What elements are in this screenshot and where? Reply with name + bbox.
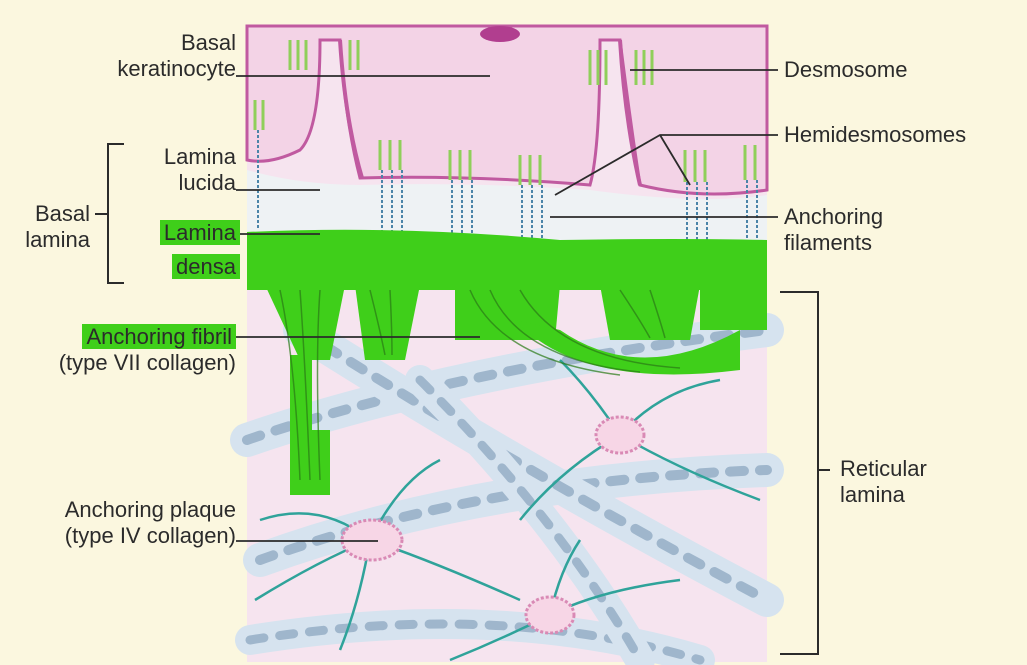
label-anchoring-fibril-line2: (type VII collagen): [58, 350, 236, 375]
label-lamina-densa: Lamina densa: [128, 220, 240, 280]
lamina-densa-highlight: [247, 229, 767, 495]
lamina-lucida-band: [247, 170, 767, 240]
leader-lines: [236, 69, 778, 542]
label-anchoring-plaque-line1: Anchoring plaque: [64, 497, 236, 522]
label-hemidesmosomes-text: Hemidesmosomes: [784, 122, 967, 147]
label-hemidesmosomes: Hemidesmosomes: [784, 122, 966, 148]
label-anchoring-fibril-line1: Anchoring fibril: [0, 324, 236, 350]
desmosome-structures: [288, 40, 654, 85]
basal-lamina-bracket: [95, 143, 124, 284]
anchoring-fibril-lines: [279, 289, 681, 481]
label-lamina-lucida-line2: lucida: [178, 170, 236, 195]
label-reticular-lamina: Reticular lamina: [840, 456, 927, 508]
label-basal-keratinocyte-line2: keratinocyte: [117, 56, 236, 81]
label-lamina-densa-line1: Lamina: [128, 220, 240, 246]
illustration: [230, 24, 830, 665]
label-anchoring-fibril: Anchoring fibril (type VII collagen): [0, 324, 236, 376]
label-basal-lamina: Basal lamina: [0, 201, 90, 253]
label-anchoring-plaque-line2: (type IV collagen): [64, 523, 236, 548]
label-basal-keratinocyte-line1: Basal: [180, 30, 236, 55]
anchoring-plaques: [340, 415, 646, 635]
reticular-lamina-bracket: [780, 291, 830, 655]
label-lamina-densa-line2-text: densa: [172, 254, 240, 279]
anchoring-filament-structures: [257, 130, 758, 240]
label-lamina-lucida-line1: Lamina: [163, 144, 236, 169]
label-anchoring-filaments-line1: Anchoring: [784, 204, 884, 229]
label-reticular-lamina-line1: Reticular: [840, 456, 927, 481]
label-basal-lamina-line2: lamina: [25, 227, 90, 252]
label-anchoring-plaque: Anchoring plaque (type IV collagen): [0, 497, 236, 549]
label-anchoring-fibril-line1-text: Anchoring fibril: [82, 324, 236, 349]
label-desmosome-text: Desmosome: [784, 57, 908, 82]
label-reticular-lamina-line2: lamina: [840, 482, 905, 507]
label-anchoring-filaments: Anchoring filaments: [784, 204, 883, 256]
label-anchoring-filaments-line2: filaments: [784, 230, 873, 255]
label-lamina-densa-line1-text: Lamina: [159, 220, 240, 245]
label-lamina-lucida: Lamina lucida: [120, 144, 236, 196]
leader-hemidesmosomes: [554, 134, 778, 196]
label-desmosome: Desmosome: [784, 57, 907, 83]
label-basal-lamina-line1: Basal: [34, 201, 90, 226]
label-lamina-densa-line2: densa: [128, 254, 240, 280]
label-basal-keratinocyte: Basal keratinocyte: [60, 30, 236, 82]
